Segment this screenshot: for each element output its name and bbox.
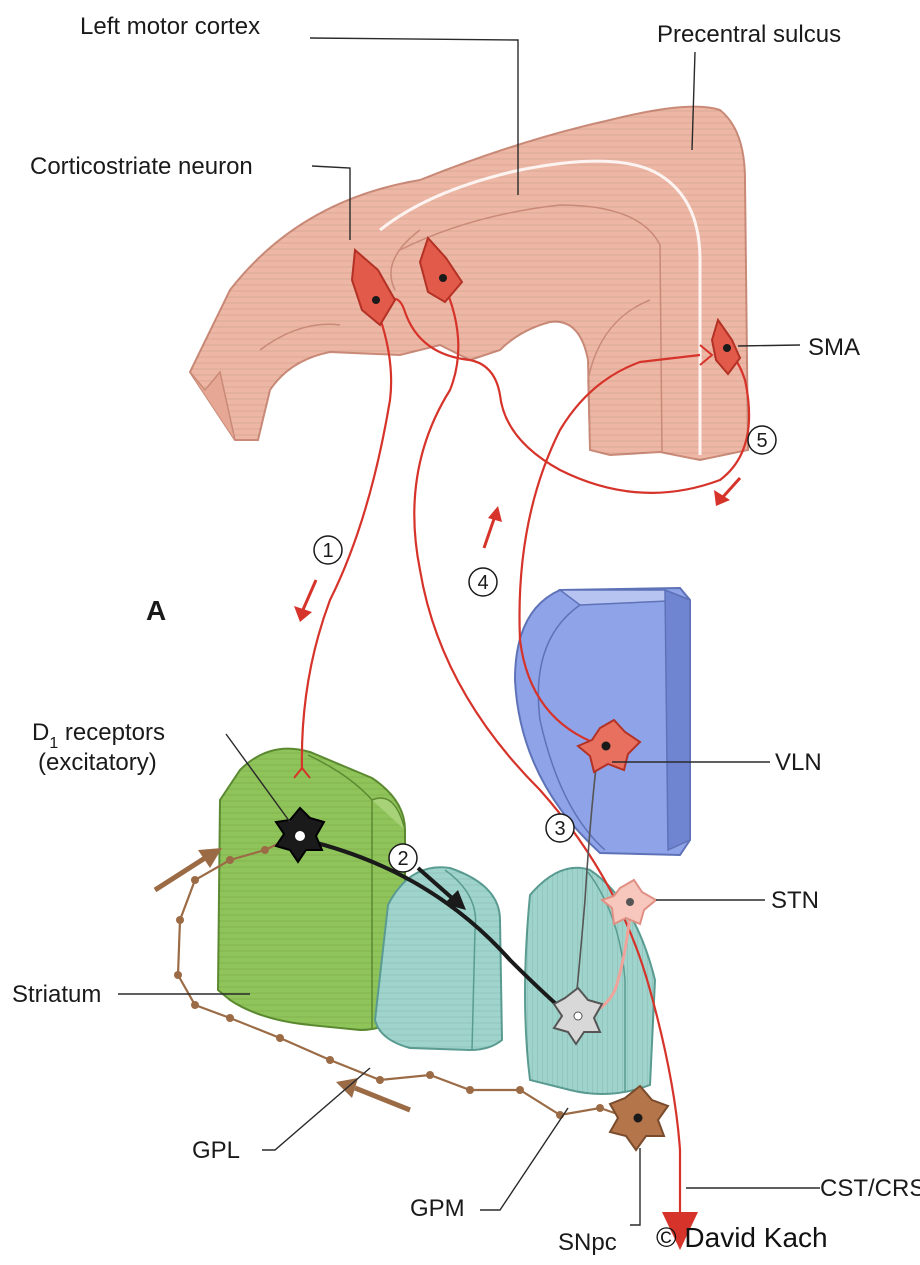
leader-gpm (480, 1108, 568, 1210)
label-striatum: Striatum (12, 981, 101, 1008)
motor-cortex-block (190, 107, 748, 460)
label-vln: VLN (775, 749, 822, 776)
copyright-notice: © David Kach (656, 1222, 828, 1254)
pathway-1-axon (302, 312, 391, 770)
label-sma: SMA (808, 334, 860, 361)
label-left-motor-cortex: Left motor cortex (80, 13, 260, 40)
label-precentral-sulcus: Precentral sulcus (657, 21, 841, 48)
pathway-5-direction-arrow (714, 478, 740, 506)
step-4-marker: 4 (469, 568, 497, 596)
pathway-1-direction-arrow (294, 580, 316, 622)
leader-sma (738, 345, 800, 346)
step-1-number: 1 (322, 540, 333, 562)
label-cst-crst: CST/CRST (820, 1175, 920, 1202)
step-3-number: 3 (554, 818, 565, 840)
dopamine-leftward-arrow (336, 1078, 410, 1110)
label-stn: STN (771, 887, 819, 914)
label-gpm: GPM (410, 1195, 465, 1222)
thalamus-vln-block (515, 588, 690, 855)
d1-receptors-word: receptors (58, 719, 165, 746)
snpc-neuron (610, 1086, 668, 1150)
pathway-4-direction-arrow (484, 506, 502, 548)
step-5-marker: 5 (748, 426, 776, 454)
label-d1-receptors: D1 receptors (32, 719, 165, 752)
step-4-number: 4 (477, 572, 488, 594)
step-5-number: 5 (756, 430, 767, 452)
leader-snpc (630, 1148, 640, 1225)
step-2-number: 2 (397, 848, 408, 870)
label-excitatory: (excitatory) (38, 749, 157, 776)
dopamine-upward-arrow (155, 848, 222, 890)
label-panel-a: A (146, 595, 166, 626)
step-1-marker: 1 (314, 536, 342, 564)
step-2-marker: 2 (389, 844, 417, 872)
striatum-block (218, 749, 405, 1030)
gpl-block (375, 867, 502, 1050)
label-corticostriate-neuron: Corticostriate neuron (30, 153, 253, 180)
d1-letter: D (32, 719, 49, 746)
label-gpl: GPL (192, 1137, 240, 1164)
label-snpc: SNpc (558, 1229, 617, 1256)
step-3-marker: 3 (546, 814, 574, 842)
